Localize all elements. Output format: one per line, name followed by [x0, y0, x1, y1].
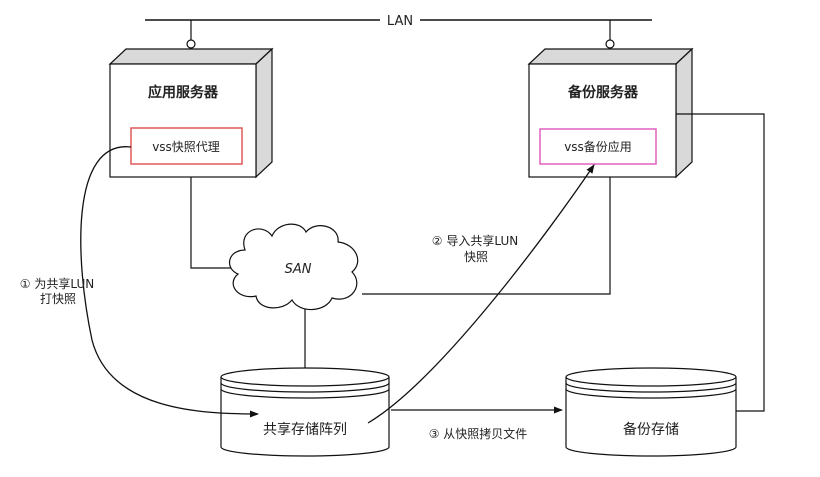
lan-port-backup [605, 39, 615, 49]
step1-label-line2: 打快照 [40, 292, 76, 306]
backup-storage-link [676, 113, 765, 412]
backup-server: 备份服务器 vss备份应用 [527, 47, 694, 179]
san-label: SAN [285, 262, 312, 277]
san-cloud: SAN [228, 223, 359, 311]
app-server-title: 应用服务器 [148, 84, 219, 101]
backup-agent-label: vss备份应用 [564, 139, 632, 154]
backup-storage: 备份存储 [565, 367, 737, 457]
backup-san-link [362, 177, 611, 295]
app-agent-box [130, 127, 243, 165]
step2-label-line2: 快照 [464, 250, 488, 264]
shared-storage-label: 共享存储阵列 [263, 421, 347, 438]
app-server: 应用服务器 vss快照代理 [108, 47, 274, 179]
step-labels: ① 为共享LUN 打快照 ② 导入共享LUN 快照 ③ 从快照拷贝文件 [20, 233, 528, 441]
step3-label: ③ 从快照拷贝文件 [429, 426, 528, 441]
backup-storage-label: 备份存储 [623, 421, 679, 438]
lan-label: LAN [387, 14, 413, 29]
connections [190, 113, 765, 412]
step1-label-line1: ① 为共享LUN [20, 276, 94, 291]
app-san-link [190, 177, 238, 269]
app-agent-label: vss快照代理 [152, 140, 220, 154]
lan-port-app [186, 39, 196, 49]
backup-agent-box [539, 128, 657, 165]
step1-arrow [80, 146, 259, 418]
flow-arrows [80, 146, 595, 424]
shared-storage: 共享存储阵列 [220, 367, 390, 457]
step2-label-line1: ② 导入共享LUN [432, 233, 518, 248]
backup-server-title: 备份服务器 [567, 84, 639, 101]
step2-arrow [367, 164, 595, 424]
